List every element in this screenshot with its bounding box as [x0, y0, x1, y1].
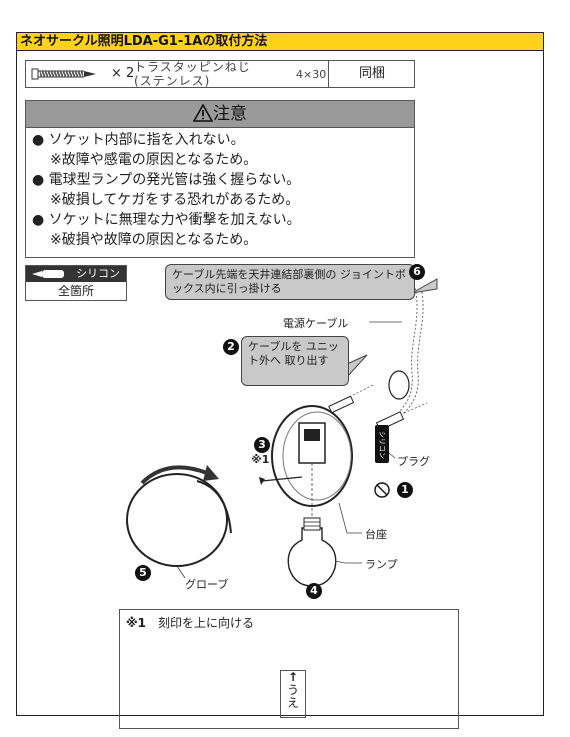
stamp-char-e: え	[286, 696, 299, 710]
screw-size: 4×30	[296, 68, 327, 81]
plug-connector	[375, 425, 389, 463]
lamp-label: ランプ	[365, 558, 398, 571]
step-1-marker: 1	[397, 482, 413, 498]
caution-note: ※破損や故障の原因となるため。	[50, 232, 258, 248]
stamp-mark-box: ↑ う え	[280, 670, 306, 718]
caution-item: ● ソケット内部に指を入れない。	[32, 132, 245, 148]
note-box: ※1 刻印を上に向ける ↑ う え	[119, 609, 459, 729]
screw-name-line1: トラスタッピンねじ	[134, 60, 251, 74]
stamp-arrow-icon: ↑	[287, 670, 299, 684]
silicone-label: シリコン	[76, 267, 120, 280]
power-cable-line	[382, 287, 418, 464]
plug-connector-text: シリコン	[378, 431, 386, 459]
silicone-tube-icon	[32, 270, 64, 278]
silicone-label-bar: シリコン	[26, 266, 126, 282]
rotate-arrow-icon	[140, 465, 208, 485]
screw-parts-box: × 2 トラスタッピンねじ (ステンレス) 4×30 同梱	[25, 60, 415, 88]
base-label: 台座	[365, 528, 387, 541]
note-mark: ※1	[126, 616, 147, 630]
warning-triangle-icon	[193, 104, 213, 122]
caution-item: ● 電球型ランプの発光管は強く握らない。	[32, 172, 301, 188]
note-text: 刻印を上に向ける	[158, 616, 255, 630]
screw-quantity: × 2	[111, 66, 135, 81]
lamp-bulb	[287, 527, 337, 587]
caution-item: ● ソケットに無理な力や衝撃を加えない。	[32, 212, 301, 228]
globe-label: グローブ	[185, 578, 229, 591]
included-label: 同梱	[328, 61, 415, 87]
cable-hook-callout: ケーブル先端を天井連結部裏側の ジョイントボックス内に引っ掛ける	[165, 264, 415, 300]
screw-icon	[31, 68, 96, 80]
screw-name: トラスタッピンねじ (ステンレス)	[134, 60, 251, 88]
caution-list: ● ソケット内部に指を入れない。 ※故障や感電の原因となるため。 ● 電球型ラン…	[26, 128, 414, 252]
step-6-marker: 6	[409, 264, 425, 280]
step-3-marker: 3	[254, 437, 270, 453]
note-line: ※1 刻印を上に向ける	[126, 614, 254, 631]
caution-note: ※故障や感電の原因となるため。	[50, 152, 258, 168]
power-cable-label: 電源ケーブル	[283, 317, 349, 330]
caution-title: 注意	[213, 104, 247, 124]
stamp-char-u: う	[286, 683, 299, 697]
caution-header: 注意	[26, 101, 414, 128]
no-entry-icon	[374, 482, 390, 498]
silicone-scope: 全箇所	[57, 284, 94, 298]
screw-name-line2: (ステンレス)	[134, 74, 211, 88]
note-marker-label: ※1	[251, 453, 270, 466]
caution-box: 注意 ● ソケット内部に指を入れない。 ※故障や感電の原因となるため。 ● 電球…	[25, 100, 415, 258]
step-2-marker: 2	[223, 339, 239, 355]
instruction-sheet: ネオサークル照明LDA-G1-1Aの取付方法 × 2 トラスタッピンねじ (ステ…	[16, 32, 544, 729]
caution-note: ※破損してケガをする恐れがあるため。	[50, 192, 300, 208]
silicone-legend: シリコン 全箇所	[25, 265, 127, 301]
plug-label: プラグ	[397, 455, 430, 468]
page-title: ネオサークル照明LDA-G1-1Aの取付方法	[17, 33, 543, 51]
step-5-marker: 5	[135, 565, 151, 581]
step-4-marker: 4	[306, 583, 322, 599]
cable-out-callout: ケーブルを ユニット外へ 取り出す	[241, 336, 349, 386]
assembly-diagram: シリコン	[126, 278, 438, 587]
